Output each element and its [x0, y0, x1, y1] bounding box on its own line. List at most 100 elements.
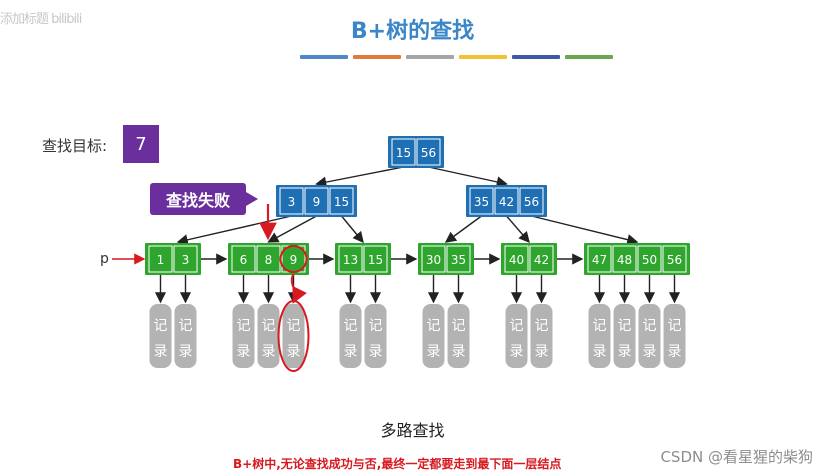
record-block: 记录	[282, 304, 305, 368]
color-swatch	[406, 55, 454, 59]
record-text: 录	[237, 344, 251, 360]
node-key-cell	[391, 138, 416, 166]
node-key: 30	[426, 253, 441, 267]
node-key: 42	[534, 253, 549, 267]
tree-edge	[176, 215, 292, 246]
record-block: 记录	[663, 304, 686, 368]
node-key: 15	[396, 146, 411, 160]
node-key-cell	[363, 245, 388, 273]
leaf-node-4: 30 35	[418, 243, 474, 275]
record-block: 记录	[364, 304, 387, 368]
record-path-arrow	[290, 273, 307, 304]
node-key: 13	[343, 253, 358, 267]
record-block: 记录	[232, 304, 255, 368]
node-key-cell	[469, 187, 494, 215]
record-block: 记录	[174, 304, 197, 368]
record-text: 录	[369, 344, 383, 360]
record-block: 记录	[422, 304, 445, 368]
search-target-label: 查找目标:	[42, 137, 108, 155]
node-key: 35	[451, 253, 466, 267]
node-key: 47	[592, 253, 607, 267]
node-key-cell	[587, 245, 612, 273]
record-text: 录	[344, 344, 358, 360]
node-key: 40	[509, 253, 524, 267]
record-text: 录	[452, 344, 466, 360]
node-key-cell	[304, 187, 329, 215]
node-key: 56	[667, 253, 682, 267]
record-text: 记	[179, 318, 193, 334]
color-swatch	[300, 55, 348, 59]
node-key-cell	[231, 245, 256, 273]
record-highlight-ellipse	[277, 300, 310, 372]
node-key: 50	[642, 253, 657, 267]
node-key: 42	[499, 195, 514, 209]
node-key-cell	[612, 245, 637, 273]
csdn-watermark: CSDN @看星猩的柴狗	[660, 448, 813, 466]
record-text: 录	[427, 344, 441, 360]
node-key: 15	[334, 195, 349, 209]
record-text: 记	[668, 318, 682, 334]
record-text: 录	[535, 344, 549, 360]
node-key: 35	[474, 195, 489, 209]
color-swatch	[512, 55, 560, 59]
record-block: 记录	[588, 304, 611, 368]
color-swatches	[300, 55, 613, 59]
node-key-cell	[421, 245, 446, 273]
leaf-node-5: 40 42	[501, 243, 557, 275]
color-swatch	[353, 55, 401, 59]
tree-edge	[531, 215, 639, 246]
node-key-cell	[504, 245, 529, 273]
record-text: 录	[179, 344, 193, 360]
node-key-cell	[446, 245, 471, 273]
node-key-cell	[329, 187, 354, 215]
record-text: 记	[154, 318, 168, 334]
diagram-caption: 多路查找	[380, 421, 445, 440]
node-key-cell	[637, 245, 662, 273]
record-text: 记	[237, 318, 251, 334]
node-key-cell	[494, 187, 519, 215]
node-key: 56	[421, 146, 436, 160]
tree-edge	[505, 215, 530, 244]
color-swatch	[459, 55, 507, 59]
record-text: 记	[427, 318, 441, 334]
record-text: 记	[535, 318, 549, 334]
node-key: 3	[288, 195, 296, 209]
record-text: 录	[154, 344, 168, 360]
node-key-cell	[662, 245, 687, 273]
watermark-top-left: 添加标题 bilibili	[0, 12, 82, 27]
tree-edge	[444, 215, 482, 243]
search-target-value: 7	[123, 125, 159, 163]
record-text: 记	[287, 318, 301, 334]
record-text: 记	[262, 318, 276, 334]
node-key-cell	[416, 138, 441, 166]
node-key-cell	[148, 245, 173, 273]
record-block: 记录	[447, 304, 470, 368]
record-text: 录	[287, 344, 301, 360]
search-fail-tag: 查找失败	[150, 183, 258, 215]
record-text: 录	[618, 344, 632, 360]
record-text: 记	[344, 318, 358, 334]
record-text: 记	[452, 318, 466, 334]
color-swatch	[565, 55, 613, 59]
node-key: 1	[157, 253, 165, 267]
record-block: 记录	[638, 304, 661, 368]
pointer-label: p	[100, 251, 109, 267]
node-key: 9	[313, 195, 321, 209]
record-text: 录	[262, 344, 276, 360]
record-block: 记录	[339, 304, 362, 368]
record-text: 记	[593, 318, 607, 334]
record-block: 记录	[530, 304, 553, 368]
tree-edge	[340, 215, 364, 244]
footnote: B+树中,无论查找成功与否,最终一定都要走到最下面一层结点	[233, 457, 562, 471]
record-text: 记	[643, 318, 657, 334]
record-text: 记	[510, 318, 524, 334]
record-block: 记录	[149, 304, 172, 368]
record-text: 录	[510, 344, 524, 360]
record-text: 记	[369, 318, 383, 334]
